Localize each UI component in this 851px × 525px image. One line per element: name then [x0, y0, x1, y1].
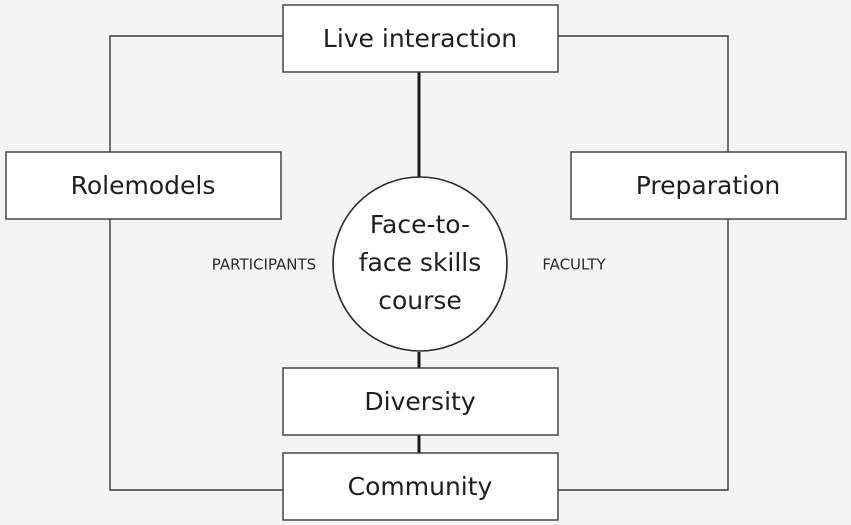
box-preparation: Preparation [570, 151, 847, 220]
center-label-line-3: course [378, 286, 462, 315]
box-rolemodels-label: Rolemodels [71, 171, 216, 200]
box-community: Community [282, 452, 559, 521]
center-label-line-1: Face-to- [370, 210, 470, 239]
box-rolemodels: Rolemodels [5, 151, 282, 220]
box-live-interaction-label: Live interaction [323, 24, 517, 53]
connector-live-to-preparation [558, 35, 729, 152]
box-diversity: Diversity [282, 367, 559, 436]
label-participants: PARTICIPANTS [212, 256, 316, 274]
center-label-line-2: face skills [359, 248, 482, 277]
connector-live-to-rolemodels [109, 35, 283, 152]
label-faculty: FACULTY [542, 256, 606, 274]
connector-preparation-to-community [558, 219, 729, 491]
connector-rolemodels-to-community [109, 219, 283, 491]
box-live-interaction: Live interaction [282, 4, 559, 73]
box-preparation-label: Preparation [636, 171, 780, 200]
box-diversity-label: Diversity [364, 387, 475, 416]
box-community-label: Community [348, 472, 493, 501]
center-node: Face-to- face skills course [332, 176, 508, 352]
connector-lines [109, 35, 729, 491]
